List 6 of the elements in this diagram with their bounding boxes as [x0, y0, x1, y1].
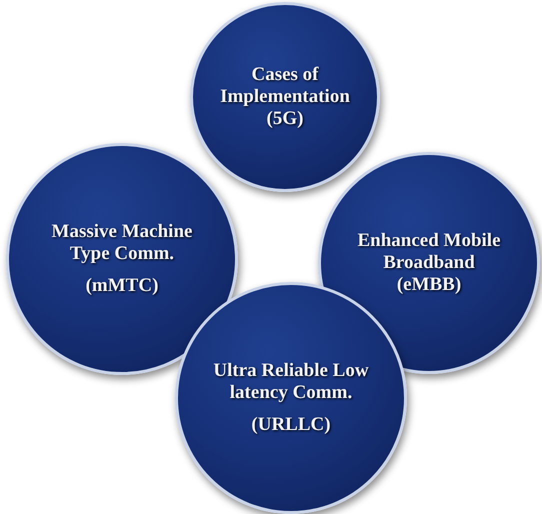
node-text: Enhanced Mobile Broadband (eMBB) [356, 230, 502, 296]
node-text: Massive Machine Type Comm. [50, 221, 194, 265]
node-text: Cases of Implementation (5G) [219, 64, 351, 130]
node-text: Ultra Reliable Low latency Comm. [212, 360, 370, 404]
node-text: (URLLC) [251, 414, 331, 436]
node-text: (mMTC) [86, 275, 158, 297]
